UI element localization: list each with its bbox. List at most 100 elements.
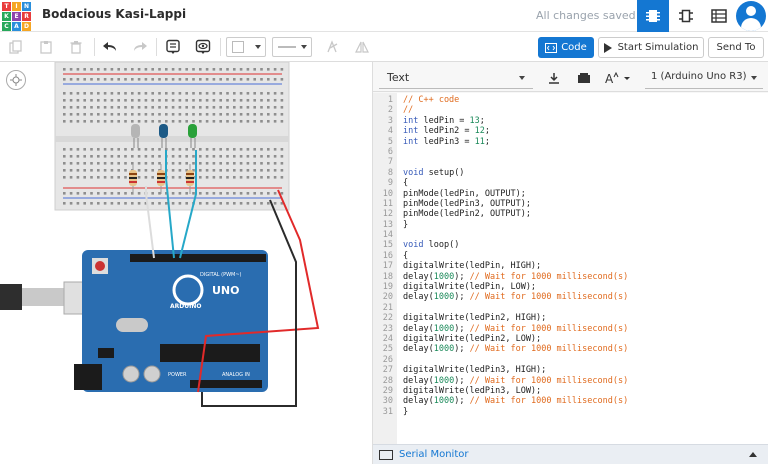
send-to-button[interactable]: Send To [708,37,764,58]
code-button[interactable]: Code [538,37,594,58]
copy-button[interactable] [6,37,26,57]
logo-tile: R [22,12,31,21]
notes-button[interactable] [162,37,184,57]
color-dropdown[interactable] [226,37,266,57]
led-1[interactable] [131,124,140,148]
note-icon [166,39,180,54]
led-3[interactable] [188,124,197,148]
logo-tile: E [12,12,21,21]
circuit-view-button[interactable] [637,0,669,32]
toolbar-divider [94,38,95,56]
notes-visibility-button[interactable] [192,37,214,57]
line-number: 12 [382,209,393,220]
uno-label: UNO [212,284,240,297]
code-mode-dropdown[interactable]: Text [379,67,533,89]
logo-tile: D [22,22,31,31]
device-dropdown[interactable]: 1 (Arduino Uno R3) [645,67,763,89]
line-number: 26 [382,354,393,365]
line-text: delay(1000); // Wait for 1000 millisecon… [403,344,629,355]
logo-tile: C [2,22,11,31]
power-header-label: POWER [168,372,187,378]
wire-black[interactable] [201,199,297,407]
monitor-icon [379,450,393,460]
line-number: 19 [382,282,393,293]
arduino-uno-board[interactable] [74,250,268,392]
line-number: 30 [382,396,393,407]
fit-view-button[interactable] [6,70,26,90]
copy-icon [9,40,22,54]
schematic-view-button[interactable] [670,0,702,32]
download-code-button[interactable] [541,67,567,89]
line-number: 11 [382,198,393,209]
delete-button[interactable] [66,37,86,57]
code-line: 7 [373,157,768,167]
rotate-button[interactable] [322,37,342,57]
line-text: int ledPin = 13; [403,115,485,126]
start-simulation-button[interactable]: Start Simulation [598,37,704,58]
wire-cyan-1[interactable] [165,150,175,259]
line-text: delay(1000); // Wait for 1000 millisecon… [403,323,629,334]
chevron-down-icon [519,76,525,80]
redo-button[interactable] [130,37,150,57]
line-number: 23 [382,323,393,334]
play-icon [603,42,612,53]
breadboard-holes [63,68,284,205]
led-2[interactable] [159,124,168,148]
line-number: 14 [382,230,393,241]
component-list-button[interactable] [703,0,735,32]
line-number: 31 [382,406,393,417]
resistor-1[interactable] [129,164,137,194]
font-size-icon: A [605,71,630,85]
resistor-2[interactable] [157,164,165,194]
line-text: { [403,178,409,189]
usb-cable[interactable] [0,281,95,315]
wire-cyan-2[interactable] [179,150,197,259]
logo-tile: I [12,2,21,11]
resistor-3[interactable] [186,164,194,194]
wire-gray[interactable] [145,186,155,259]
libraries-button[interactable] [571,67,597,89]
list-icon [711,9,727,23]
paste-button[interactable] [36,37,56,57]
breadboard[interactable] [54,62,290,211]
line-text: delay(1000); // Wait for 1000 millisecon… [403,292,629,303]
code-line: 6 [373,147,768,157]
font-size-dropdown[interactable]: A [601,67,635,89]
trash-icon [70,41,82,54]
line-text: { [403,250,409,261]
serial-monitor-bar[interactable]: Serial Monitor [373,444,768,464]
edit-toolbar: Code Start Simulation Send To [0,32,768,62]
code-line: 2// [373,105,768,115]
rotate-icon [327,40,338,53]
code-mode-value: Text [387,71,410,84]
line-number: 10 [382,188,393,199]
logo-tile: T [2,2,11,11]
project-title[interactable]: Bodacious Kasi-Lappi [42,7,187,21]
save-status: All changes saved [536,9,636,22]
code-line: 14 [373,230,768,240]
code-line: 13} [373,220,768,230]
wire-red[interactable] [197,189,320,393]
user-avatar[interactable] [736,1,766,31]
circuit-canvas[interactable]: DIGITAL (PWM~) UNO ARDUINO POWER ANALOG … [0,62,372,464]
wire-type-dropdown[interactable] [272,37,312,57]
code-line: 21 [373,303,768,313]
undo-button[interactable] [100,37,120,57]
flip-button[interactable] [352,37,372,57]
line-text: // C++ code [403,95,460,105]
undo-icon [103,42,116,51]
line-text: delay(1000); // Wait for 1000 millisecon… [403,375,629,386]
